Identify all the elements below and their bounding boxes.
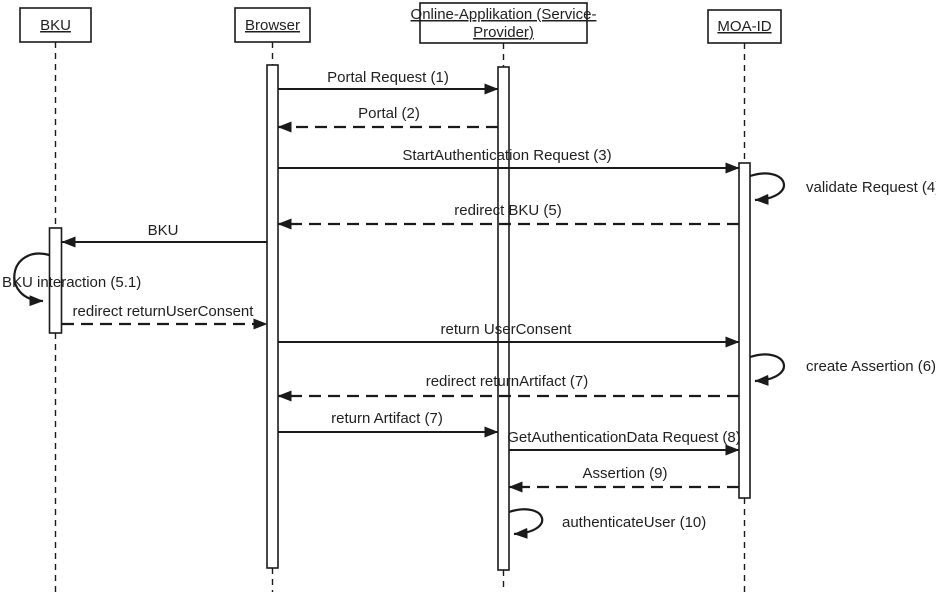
actor-box-browser xyxy=(234,7,311,43)
activation-moa-id xyxy=(738,162,751,499)
actor-box-bku xyxy=(19,7,92,43)
message-label-portal-request-1: Portal Request (1) xyxy=(327,69,449,86)
actor-label-online-applikation-line1: Online-Applikation (Service- xyxy=(411,6,597,23)
actor-box-moa-id xyxy=(707,9,782,44)
message-label-redirect-return-artifact-7: redirect returnArtifact (7) xyxy=(426,373,589,390)
message-label-validate-request-4: validate Request (4) xyxy=(806,179,936,196)
message-label-return-artifact-7: return Artifact (7) xyxy=(331,410,443,427)
message-loop-validate-request-4 xyxy=(749,172,786,205)
actor-label-online-applikation-line2: Provider) xyxy=(473,24,534,41)
message-loop-authenticate-user-10 xyxy=(508,508,544,539)
activation-browser xyxy=(266,64,279,569)
message-label-assertion-9: Assertion (9) xyxy=(582,465,667,482)
actor-box-online-applikation xyxy=(419,2,588,44)
message-label-portal-2: Portal (2) xyxy=(358,105,420,122)
message-loop-bku-interaction-5-1 xyxy=(13,252,50,307)
message-loop-create-assertion-6 xyxy=(749,353,786,386)
activation-online-applikation xyxy=(497,66,510,571)
message-label-get-authentication-data-request-8: GetAuthenticationData Request (8) xyxy=(507,429,740,446)
actor-label-browser: Browser xyxy=(245,17,300,34)
message-label-bku: BKU xyxy=(148,222,179,239)
message-label-redirect-return-user-consent: redirect returnUserConsent xyxy=(73,303,255,320)
actor-label-moa-id: MOA-ID xyxy=(717,18,771,35)
message-label-create-assertion-6: create Assertion (6) xyxy=(806,358,936,375)
message-label-start-authentication-request-3: StartAuthentication Request (3) xyxy=(402,147,611,164)
message-label-authenticate-user-10: authenticateUser (10) xyxy=(562,514,706,531)
activation-bku xyxy=(48,227,63,334)
actor-label-bku: BKU xyxy=(40,17,71,34)
message-label-redirect-bku-5: redirect BKU (5) xyxy=(454,202,562,219)
message-label-return-user-consent: return UserConsent xyxy=(441,321,573,338)
message-label-bku-interaction-5-1: BKU interaction (5.1) xyxy=(2,274,141,291)
